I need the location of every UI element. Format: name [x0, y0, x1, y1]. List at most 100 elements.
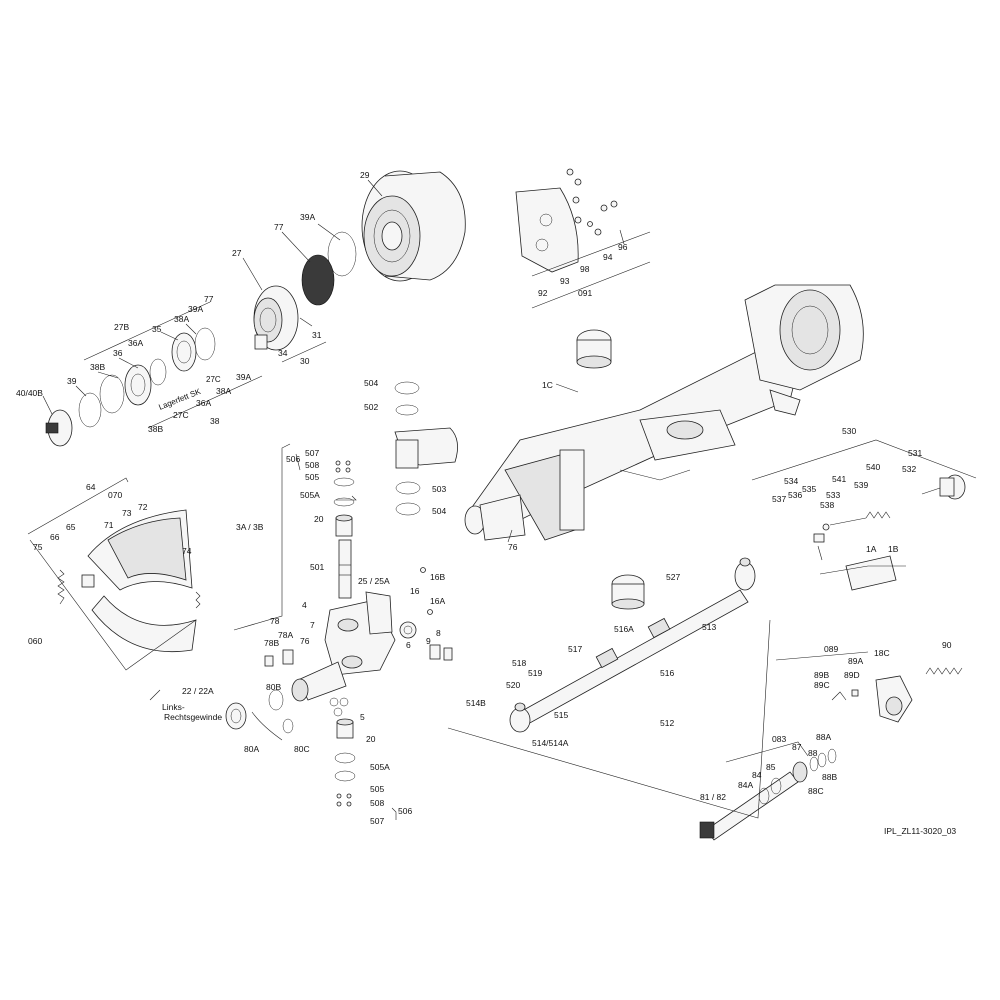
brake-drum[interactable]	[361, 170, 466, 282]
label-30[interactable]: 30	[300, 356, 310, 366]
label-505-bot[interactable]: 505	[370, 784, 384, 794]
bolt-31[interactable]	[299, 317, 313, 327]
label-16a[interactable]: 16A	[430, 596, 445, 606]
label-89a[interactable]: 89A	[848, 656, 863, 666]
label-4[interactable]: 4	[302, 600, 307, 610]
tie-rod-tube[interactable]	[519, 589, 749, 725]
label-505a-top[interactable]: 505A	[300, 490, 320, 500]
label-502[interactable]: 502	[364, 402, 378, 412]
label-1a[interactable]: 1A	[866, 544, 877, 554]
label-66[interactable]: 66	[50, 532, 60, 542]
label-508-bot[interactable]: 508	[370, 798, 384, 808]
label-536[interactable]: 536	[788, 490, 802, 500]
washer-504-top[interactable]	[394, 381, 420, 395]
ring-80b[interactable]	[268, 689, 284, 711]
label-18c[interactable]: 18C	[874, 648, 890, 658]
kingpin-set-top[interactable]	[333, 460, 355, 507]
brake-cylinder-531[interactable]	[939, 474, 966, 500]
label-34[interactable]: 34	[278, 348, 288, 358]
label-38a-bot[interactable]: 38A	[216, 386, 231, 396]
washer-502[interactable]	[395, 404, 419, 416]
kingpin-501[interactable]	[338, 539, 352, 599]
label-518[interactable]: 518	[512, 658, 526, 668]
label-80c[interactable]: 80C	[294, 744, 310, 754]
label-515[interactable]: 515	[554, 710, 568, 720]
bearing-38b[interactable]	[124, 364, 152, 406]
label-36[interactable]: 36	[113, 348, 123, 358]
label-92[interactable]: 92	[538, 288, 548, 298]
hose-80a[interactable]	[251, 711, 283, 741]
ring-39a-top[interactable]	[327, 231, 357, 277]
label-514b[interactable]: 514B	[466, 698, 486, 708]
label-27c-a[interactable]: 27C	[206, 375, 221, 384]
spring-75[interactable]	[57, 569, 65, 605]
label-94[interactable]: 94	[603, 252, 613, 262]
pushrod-parts[interactable]	[813, 487, 941, 543]
label-516[interactable]: 516	[660, 668, 674, 678]
label-84a[interactable]: 84A	[738, 780, 753, 790]
label-1b[interactable]: 1B	[888, 544, 899, 554]
label-534[interactable]: 534	[784, 476, 798, 486]
label-540[interactable]: 540	[866, 462, 880, 472]
label-36a[interactable]: 36A	[128, 338, 143, 348]
label-rechts[interactable]: Rechtsgewinde	[164, 712, 222, 722]
clamp-513[interactable]	[595, 617, 671, 669]
ring-36-left[interactable]	[99, 374, 125, 414]
label-75[interactable]: 75	[33, 542, 43, 552]
axle-beam[interactable]	[464, 349, 801, 541]
label-76[interactable]: 76	[300, 636, 310, 646]
bushing-20-top[interactable]	[335, 514, 353, 537]
label-520[interactable]: 520	[506, 680, 520, 690]
label-88[interactable]: 88	[808, 748, 818, 758]
label-533[interactable]: 533	[826, 490, 840, 500]
label-505a-bot[interactable]: 505A	[370, 762, 390, 772]
spindle-76[interactable]	[291, 661, 347, 702]
label-519[interactable]: 519	[528, 668, 542, 678]
label-507-top[interactable]: 507	[305, 448, 319, 458]
label-083[interactable]: 083	[772, 734, 786, 744]
spring-74[interactable]	[195, 591, 201, 609]
label-88a[interactable]: 88A	[816, 732, 831, 742]
ring-80c[interactable]	[282, 718, 294, 734]
label-508-top[interactable]: 508	[305, 460, 319, 470]
label-88c[interactable]: 88C	[808, 786, 824, 796]
kingpin-set-bot[interactable]	[334, 752, 356, 807]
label-535[interactable]: 535	[802, 484, 816, 494]
label-506-bot[interactable]: 506	[398, 806, 412, 816]
label-27c-b[interactable]: 27C	[173, 410, 189, 420]
label-501[interactable]: 501	[310, 562, 324, 572]
label-3a3b[interactable]: 3A / 3B	[236, 522, 264, 532]
label-5[interactable]: 5	[360, 712, 365, 722]
label-38[interactable]: 38	[210, 416, 220, 426]
label-514-514a[interactable]: 514/514A	[532, 738, 569, 748]
label-29[interactable]: 29	[360, 170, 370, 180]
label-36a-bot[interactable]: 36A	[196, 398, 211, 408]
washer-504-bot[interactable]	[395, 502, 421, 516]
label-531[interactable]: 531	[908, 448, 922, 458]
label-513[interactable]: 513	[702, 622, 716, 632]
steering-damper-527[interactable]	[611, 574, 645, 610]
brake-shoe-lower[interactable]	[91, 595, 197, 653]
label-84[interactable]: 84	[752, 770, 762, 780]
label-77-mid[interactable]: 77	[204, 294, 214, 304]
label-39a-top[interactable]: 39A	[300, 212, 315, 222]
brake-shoe-upper[interactable]	[87, 509, 193, 591]
label-541[interactable]: 541	[832, 474, 846, 484]
label-504-top[interactable]: 504	[364, 378, 378, 388]
label-516a[interactable]: 516A	[614, 624, 634, 634]
label-89b[interactable]: 89B	[814, 670, 829, 680]
label-77-top[interactable]: 77	[274, 222, 284, 232]
tie-rod-end-left[interactable]	[509, 702, 531, 733]
spring-539[interactable]	[865, 511, 891, 519]
label-506-top[interactable]: 506	[286, 454, 300, 464]
grease-nipples-16[interactable]	[420, 567, 433, 615]
label-25-25a[interactable]: 25 / 25A	[358, 576, 390, 586]
label-78a[interactable]: 78A	[278, 630, 293, 640]
label-87[interactable]: 87	[792, 742, 802, 752]
label-538[interactable]: 538	[820, 500, 834, 510]
label-90[interactable]: 90	[942, 640, 952, 650]
bolt-78[interactable]	[264, 649, 294, 667]
label-512[interactable]: 512	[660, 718, 674, 728]
label-7[interactable]: 7	[310, 620, 315, 630]
label-6[interactable]: 6	[406, 640, 411, 650]
